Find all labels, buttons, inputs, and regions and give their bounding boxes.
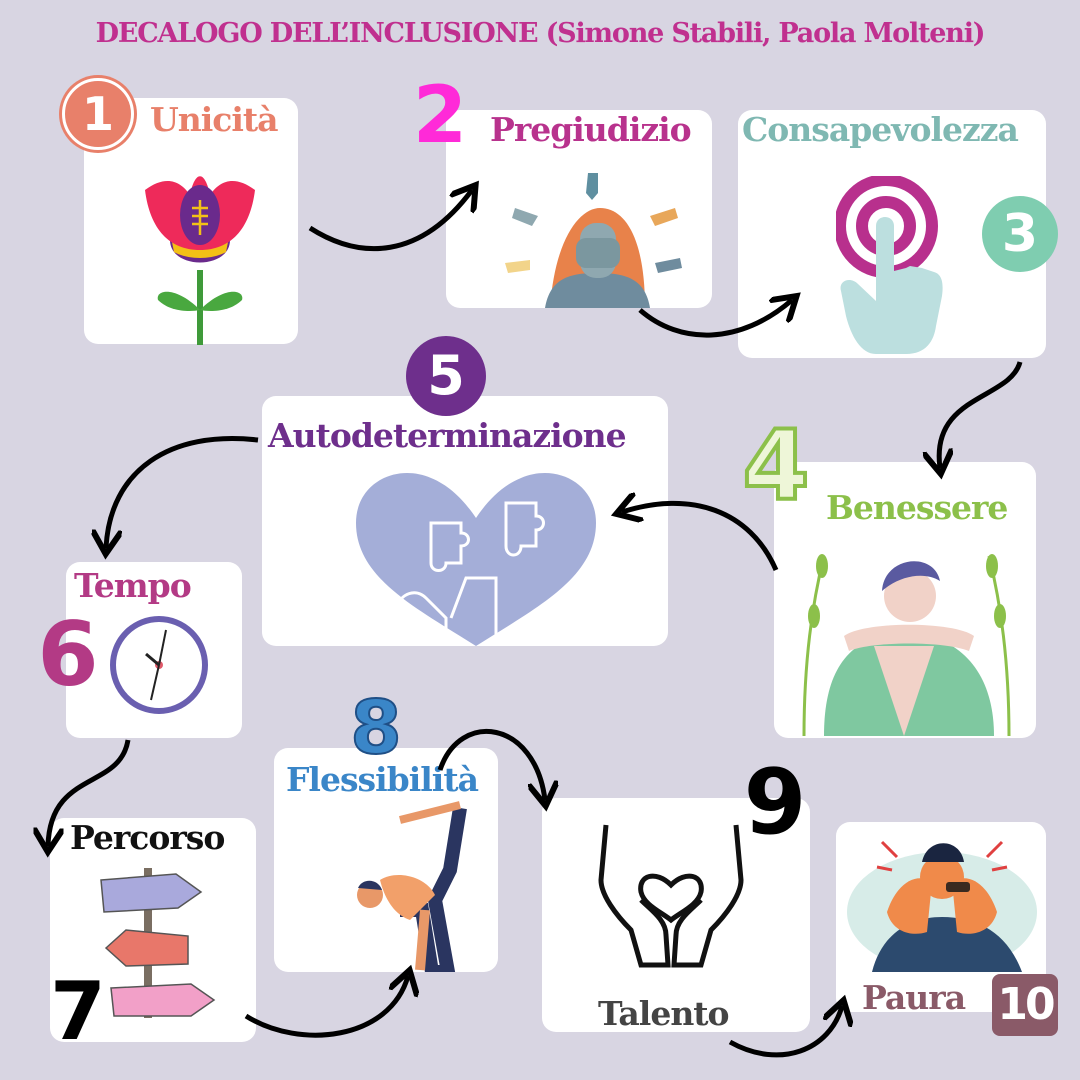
step-5-number: 5	[406, 336, 486, 416]
puzzle-heart-icon	[356, 473, 596, 646]
step-2-label: Pregiudizio	[490, 110, 692, 149]
touch-target-icon	[836, 176, 943, 354]
hands-heart-icon	[598, 824, 744, 968]
page-title: DECALOGO DELL’INCLUSIONE (Simone Stabili…	[95, 18, 986, 49]
relaxed-person-icon	[802, 554, 1011, 736]
step-7-label: Percorso	[70, 818, 225, 857]
signpost-icon	[100, 868, 216, 1018]
flower-icon	[145, 176, 255, 345]
step-6-label: Tempo	[74, 566, 192, 605]
arrow-3-to-4	[939, 361, 1023, 468]
step-3-number: 3	[982, 196, 1058, 272]
arrow-7-to-8	[244, 976, 408, 1038]
pointing-fingers-icon	[505, 173, 682, 308]
step-1-label: Unicità	[150, 100, 279, 139]
step-5-label: Autodeterminazione	[268, 416, 627, 455]
step-4-number: 4	[741, 410, 812, 522]
clock-icon	[110, 616, 208, 714]
yoga-pose-icon	[357, 801, 467, 972]
step-6-number: 6	[37, 603, 99, 706]
step-9-number: 9	[743, 750, 807, 855]
step-9-label: Talento	[598, 994, 730, 1033]
arrow-5-to-6	[106, 436, 259, 548]
step-10-number: 10	[992, 974, 1058, 1036]
step-8-number: 8	[349, 685, 403, 771]
step-4-label: Benessere	[826, 488, 1008, 527]
step-3-label: Consapevolezza	[742, 110, 1019, 149]
anxious-person-icon	[847, 840, 1037, 972]
step-1-number: 1	[62, 78, 134, 150]
step-10-label: Paura	[862, 978, 966, 1017]
step-2-number: 2	[412, 71, 468, 161]
step-7-number: 7	[50, 965, 106, 1058]
